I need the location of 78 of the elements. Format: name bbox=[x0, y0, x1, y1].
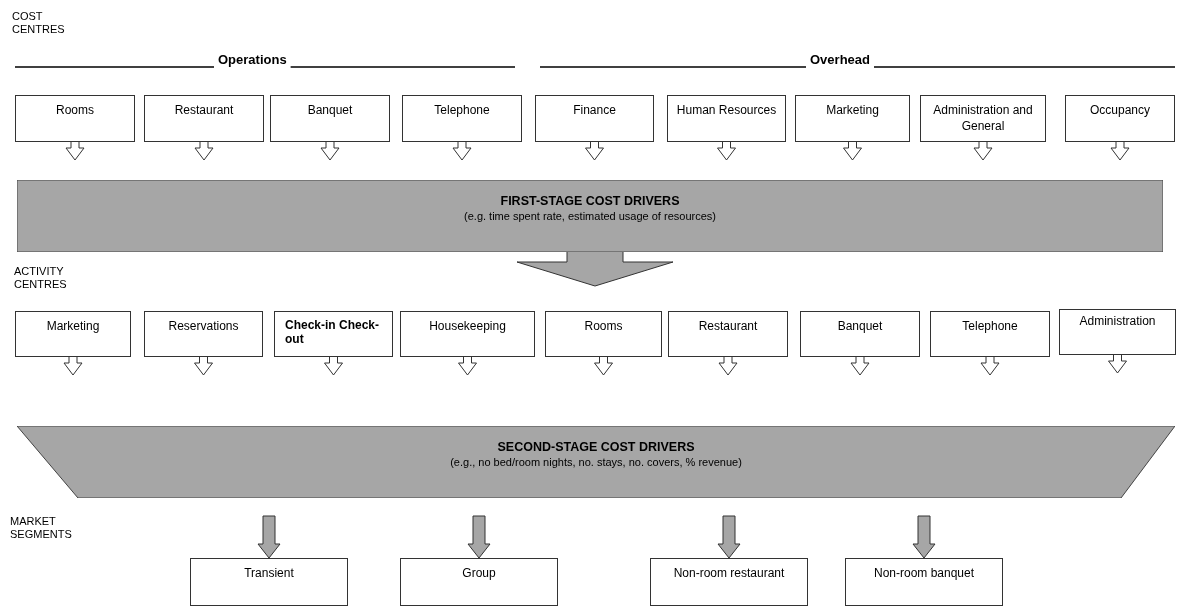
cost-centre-box bbox=[667, 95, 786, 142]
band-title: SECOND-STAGE COST DRIVERS bbox=[497, 440, 695, 454]
cost-centre-box bbox=[402, 95, 522, 142]
box-label: Occupancy bbox=[1090, 103, 1150, 117]
callout-arrow bbox=[320, 140, 340, 161]
cost-centre-box bbox=[795, 95, 910, 142]
box-label: Transient bbox=[244, 566, 294, 580]
box-label: Human Resources bbox=[676, 103, 777, 117]
market-segment-box bbox=[845, 558, 1003, 606]
cost-centre-box bbox=[15, 95, 135, 142]
cost-driver-band bbox=[17, 426, 1175, 498]
market-segment-box bbox=[650, 558, 808, 606]
cost-centre-box bbox=[920, 95, 1046, 142]
callout-arrow bbox=[717, 140, 736, 161]
activity-centre-box bbox=[545, 311, 662, 357]
callout-arrow bbox=[194, 140, 214, 161]
block-arrow bbox=[717, 515, 741, 559]
block-arrow bbox=[467, 515, 491, 559]
block-arrow bbox=[257, 515, 281, 559]
callout-arrow bbox=[718, 355, 738, 376]
box-label: Administration bbox=[1079, 314, 1156, 328]
box-label: Non-room restaurant bbox=[673, 566, 785, 580]
callout-arrow bbox=[324, 355, 343, 376]
callout-arrow bbox=[843, 140, 862, 161]
band-subtitle: (e.g., no bed/room nights, no. stays, no. covers, % revenue) bbox=[450, 456, 742, 468]
callout-arrow bbox=[850, 355, 870, 376]
row-label: MARKET SEGMENTS bbox=[10, 515, 73, 542]
activity-centre-box bbox=[1059, 309, 1176, 355]
callout-arrow bbox=[63, 355, 83, 376]
activity-centre-box bbox=[274, 311, 393, 357]
box-label: Administration and General bbox=[933, 103, 1033, 133]
activity-centre-box bbox=[15, 311, 131, 357]
callout-arrow bbox=[1108, 353, 1127, 374]
box-label: Rooms bbox=[56, 103, 94, 117]
row-label: ACTIVITY CENTRES bbox=[14, 265, 68, 292]
activity-centre-box bbox=[930, 311, 1050, 357]
callout-arrow bbox=[585, 140, 604, 161]
group-heading: Overhead bbox=[810, 52, 870, 67]
callout-arrow bbox=[1110, 140, 1130, 161]
box-label: Group bbox=[462, 566, 496, 580]
callout-arrow bbox=[194, 355, 213, 376]
box-label: Restaurant bbox=[698, 319, 758, 333]
band-subtitle: (e.g. time spent rate, estimated usage of resources) bbox=[464, 210, 716, 222]
callout-arrow bbox=[980, 355, 1000, 376]
box-label: Housekeeping bbox=[429, 319, 506, 333]
callout-arrow bbox=[452, 140, 472, 161]
box-label: Banquet bbox=[837, 319, 883, 333]
row-label: COST CENTRES bbox=[12, 10, 66, 37]
block-arrow bbox=[912, 515, 936, 559]
market-segment-box bbox=[400, 558, 558, 606]
cost-centre-box bbox=[535, 95, 654, 142]
callout-arrow bbox=[973, 140, 993, 161]
activity-centre-box bbox=[144, 311, 263, 357]
group-heading: Operations bbox=[218, 52, 287, 67]
market-segment-box bbox=[190, 558, 348, 606]
cost-driver-band bbox=[17, 180, 1163, 252]
box-label: Non-room banquet bbox=[873, 566, 975, 580]
band-title: FIRST-STAGE COST DRIVERS bbox=[500, 194, 680, 208]
cost-centre-box bbox=[144, 95, 264, 142]
callout-arrow bbox=[65, 140, 85, 161]
callout-arrow bbox=[458, 355, 477, 376]
box-label: Restaurant bbox=[174, 103, 234, 117]
box-label: Rooms bbox=[584, 319, 623, 333]
activity-centre-box bbox=[800, 311, 920, 357]
box-label: Check-in Check-out bbox=[285, 318, 380, 346]
box-label: Telephone bbox=[434, 103, 490, 117]
cost-centre-box bbox=[270, 95, 390, 142]
box-label: Banquet bbox=[307, 103, 353, 117]
cost-centre-box bbox=[1065, 95, 1175, 142]
box-label: Marketing bbox=[46, 319, 100, 333]
box-label: Finance bbox=[573, 103, 616, 117]
box-label: Reservations bbox=[168, 319, 239, 333]
box-label: Telephone bbox=[962, 319, 1018, 333]
activity-centre-box bbox=[400, 311, 535, 357]
box-label: Marketing bbox=[826, 103, 879, 117]
callout-arrow bbox=[594, 355, 613, 376]
block-arrow bbox=[516, 250, 674, 287]
activity-centre-box bbox=[668, 311, 788, 357]
